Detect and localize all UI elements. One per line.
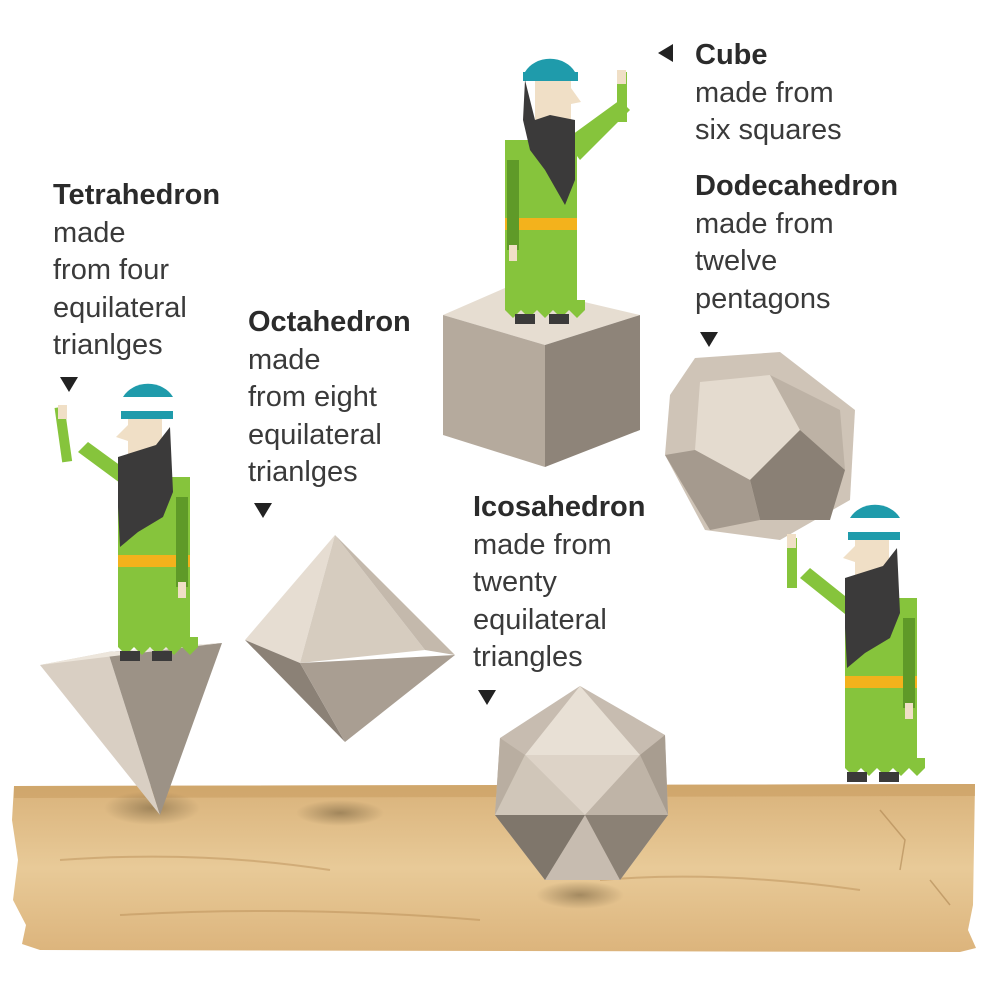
solid-description-line: made bbox=[248, 343, 321, 376]
left-arrow-icon bbox=[658, 44, 673, 62]
solid-description-line: triangles bbox=[473, 641, 583, 673]
icosahedron-shadow bbox=[536, 881, 624, 909]
icosahedron-solid bbox=[495, 686, 668, 880]
solid-description-line: trianlges bbox=[53, 329, 163, 361]
solid-name: Dodecahedron bbox=[695, 170, 899, 202]
label-cube: Cube made from six squares bbox=[695, 37, 842, 150]
label-icosahedron: Icosahedron made from twenty equilateral… bbox=[473, 489, 645, 677]
solid-description-line: made bbox=[53, 216, 126, 249]
philosopher-figure-right bbox=[787, 504, 925, 782]
solid-description-line: from four bbox=[53, 254, 170, 286]
solid-description-line: from eight bbox=[248, 381, 377, 413]
label-dodecahedron: Dodecahedron made from twelve pentagons bbox=[695, 168, 898, 318]
philosopher-figure-top bbox=[505, 58, 630, 324]
tetrahedron-shadow bbox=[104, 791, 200, 825]
solid-description-line: made from bbox=[695, 207, 834, 240]
solid-description-line: twenty bbox=[473, 566, 557, 598]
solid-name: Icosahedron bbox=[473, 491, 646, 523]
solid-description-line: pentagons bbox=[695, 282, 831, 315]
parchment-ground bbox=[12, 784, 976, 952]
solid-name: Tetrahedron bbox=[53, 179, 221, 211]
solid-name: Octahedron bbox=[248, 306, 411, 338]
solid-description-line: twelve bbox=[695, 245, 778, 277]
down-arrow-icon bbox=[478, 690, 496, 705]
dodecahedron-solid bbox=[665, 352, 855, 540]
down-arrow-icon bbox=[700, 332, 718, 347]
solid-description-line: equilateral bbox=[473, 603, 607, 636]
octahedron-shadow bbox=[296, 800, 384, 826]
solid-description-line: six squares bbox=[695, 114, 842, 146]
octahedron-solid bbox=[245, 535, 455, 742]
philosopher-figure-left bbox=[54, 383, 198, 661]
cube-solid bbox=[443, 285, 640, 467]
down-arrow-icon bbox=[254, 503, 272, 518]
solid-description-line: trianlges bbox=[248, 456, 358, 488]
label-octahedron: Octahedron made from eight equilateral t… bbox=[248, 304, 411, 492]
solid-description-line: equilateral bbox=[53, 291, 187, 324]
solid-description-line: equilateral bbox=[248, 418, 382, 451]
solid-description-line: made from bbox=[695, 76, 834, 109]
down-arrow-icon bbox=[60, 377, 78, 392]
solid-description-line: made from bbox=[473, 528, 612, 561]
solid-name: Cube bbox=[695, 39, 768, 71]
label-tetrahedron: Tetrahedron made from four equilateral t… bbox=[53, 177, 220, 365]
